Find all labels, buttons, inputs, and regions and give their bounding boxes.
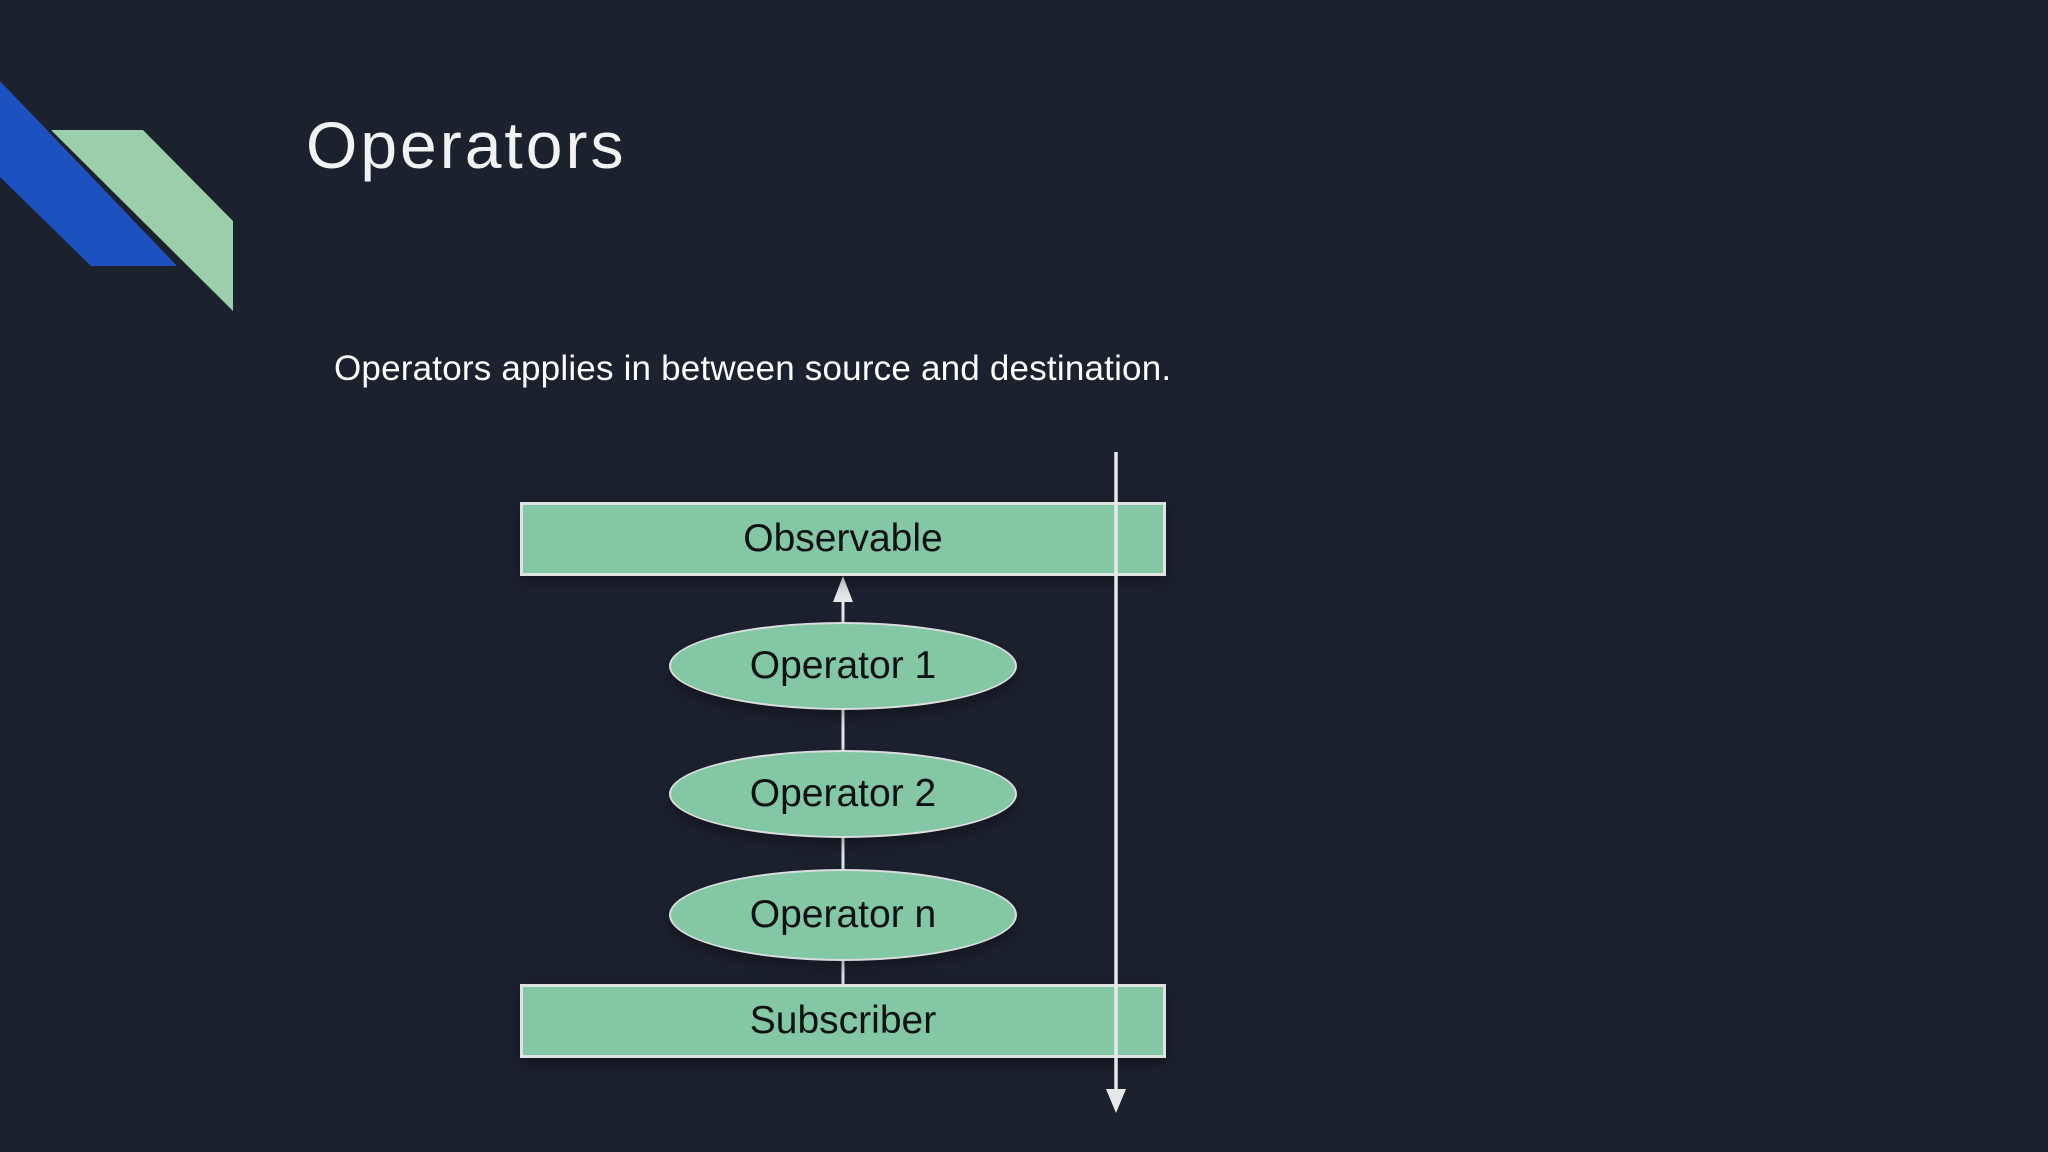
slide-body-text: Operators applies in between source and … bbox=[334, 349, 1172, 388]
corner-green-ribbon bbox=[51, 130, 233, 311]
diagram-node-operator-1: Operator 1 bbox=[669, 622, 1017, 710]
node-label: Operator 2 bbox=[749, 772, 937, 815]
up-arrowhead-icon bbox=[833, 576, 853, 602]
diagram-node-subscriber: Subscriber bbox=[520, 984, 1166, 1058]
diagram-node-operator-n: Operator n bbox=[669, 869, 1017, 961]
slide-title: Operators bbox=[306, 108, 627, 182]
diagram-node-operator-2: Operator 2 bbox=[669, 750, 1017, 838]
node-label: Operator n bbox=[749, 893, 937, 936]
node-label: Observable bbox=[743, 517, 943, 560]
down-arrowhead-icon bbox=[1106, 1089, 1126, 1113]
corner-blue-ribbon bbox=[0, 81, 177, 266]
diagram-node-observable: Observable bbox=[520, 502, 1166, 576]
node-label: Subscriber bbox=[749, 999, 937, 1042]
node-label: Operator 1 bbox=[749, 644, 937, 687]
